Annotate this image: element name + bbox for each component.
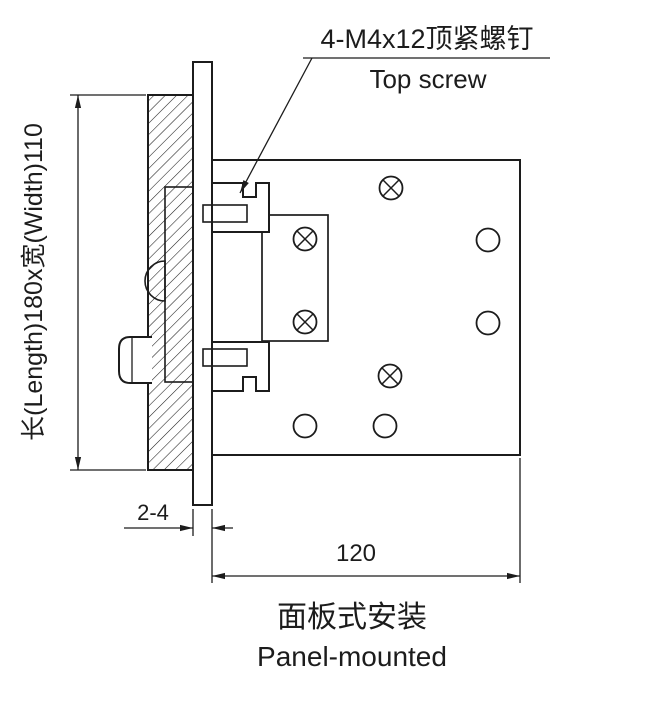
callout-label-cn: 4-M4x12顶紧螺钉 [320, 24, 533, 54]
caption-title-cn: 面板式安装 [277, 601, 427, 634]
set-screw-top [202, 204, 248, 223]
crossed-hole [292, 309, 318, 335]
callout-label-en: Top screw [369, 64, 486, 94]
set-screw-bottom [202, 348, 248, 367]
device-body-hatched [147, 94, 194, 471]
plain-hole [475, 310, 501, 336]
dimension-panel-thickness: 2-4 [124, 500, 233, 583]
caption-title-en: Panel-mounted [257, 641, 447, 672]
device-body-section [118, 94, 194, 471]
clamp-bracket-top [211, 182, 270, 233]
crossed-hole [377, 363, 403, 389]
mounting-panel [192, 61, 213, 506]
plain-hole [475, 227, 501, 253]
dimension-length-width: 长(Length)180x宽(Width)110 [20, 94, 146, 471]
dim-panel-thickness-label: 2-4 [137, 500, 169, 525]
plain-hole [292, 413, 318, 439]
crossed-hole [292, 226, 318, 252]
dimension-plate-width: 120 [212, 458, 521, 583]
body-round-boss [144, 260, 166, 302]
callout-leader-line [239, 57, 313, 194]
dim-plate-width-label: 120 [336, 540, 376, 567]
inner-cutout-rect [261, 214, 329, 342]
top-screw-callout: 4-M4x12顶紧螺钉 Top screw [239, 24, 550, 194]
plate-holes [292, 175, 501, 439]
left-knob [118, 336, 152, 384]
plain-hole [372, 413, 398, 439]
crossed-hole [378, 175, 404, 201]
caption: 面板式安装 Panel-mounted [257, 601, 447, 672]
dim-length-width-label: 长(Length)180x宽(Width)110 [20, 123, 48, 441]
